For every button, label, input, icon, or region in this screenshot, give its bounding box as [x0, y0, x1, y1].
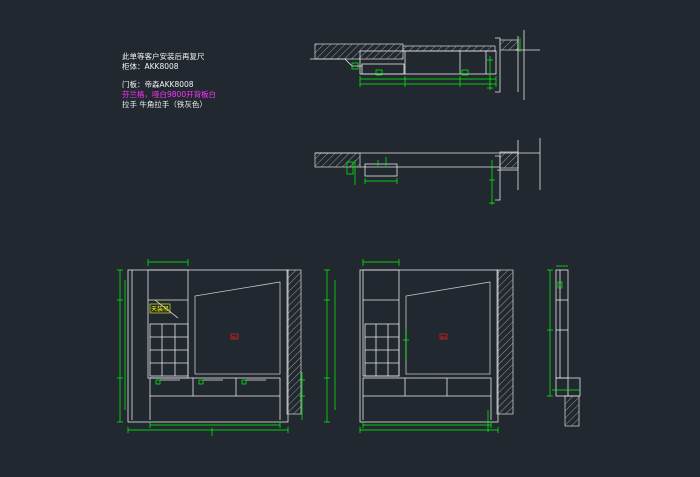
note-handle: 拉手 牛角拉手（铁灰色） [122, 100, 207, 109]
elevation-middle-dimensions [324, 259, 499, 433]
marker-box-left [230, 333, 239, 340]
side-section-dimensions [547, 265, 580, 397]
elevation-middle-tv-panel [405, 281, 491, 375]
elevation-middle-frame [359, 269, 499, 423]
elevation-left-dimensions [117, 259, 305, 436]
elevation-middle-wall-hatch [496, 269, 514, 415]
elevation-middle-drawers [362, 377, 492, 397]
note-remeasure: 此单等客户安装后再复尺 [122, 52, 205, 61]
marker-label-middle: RH [441, 336, 446, 340]
elevation-left-frame [127, 269, 289, 423]
note-finish: 芬兰格，哑白9800开背板白 [122, 90, 217, 99]
elevation-middle [359, 269, 514, 423]
elevation-left-tv-panel [194, 281, 281, 375]
plan-top-drawer [361, 63, 405, 75]
elevation-left [127, 269, 302, 423]
note-cabinet-body: 柜体：AKK8008 [122, 62, 179, 71]
marker-label-left: RH [232, 336, 237, 340]
plan-view-middle-dimensions [346, 157, 495, 205]
side-section-floor-hatch [564, 395, 580, 427]
elevation-left-drawers [149, 377, 281, 397]
cabinet-tag-label: 天装吊 [151, 305, 169, 313]
plan-view-top-dimensions [351, 38, 521, 90]
marker-box-middle [439, 333, 448, 340]
note-door-panel: 门板：帝森AKK8008 [122, 80, 194, 89]
plan-view-middle [314, 138, 541, 201]
plan-top-wall-hatch [314, 43, 404, 60]
plan-view-top [310, 30, 540, 100]
elevation-middle-tall-cabinet [362, 269, 400, 377]
plan-top-column-hatch [499, 39, 519, 51]
elevation-left-wall-hatch [286, 269, 302, 415]
plan-mid-cabinet [364, 163, 398, 177]
plan-top-cabinet-outline [359, 50, 497, 75]
side-section [555, 269, 581, 427]
plan-top-wall-hatch-2 [402, 45, 496, 52]
plan-mid-column-hatch [499, 151, 519, 169]
cabinet-tag-box [149, 303, 171, 314]
